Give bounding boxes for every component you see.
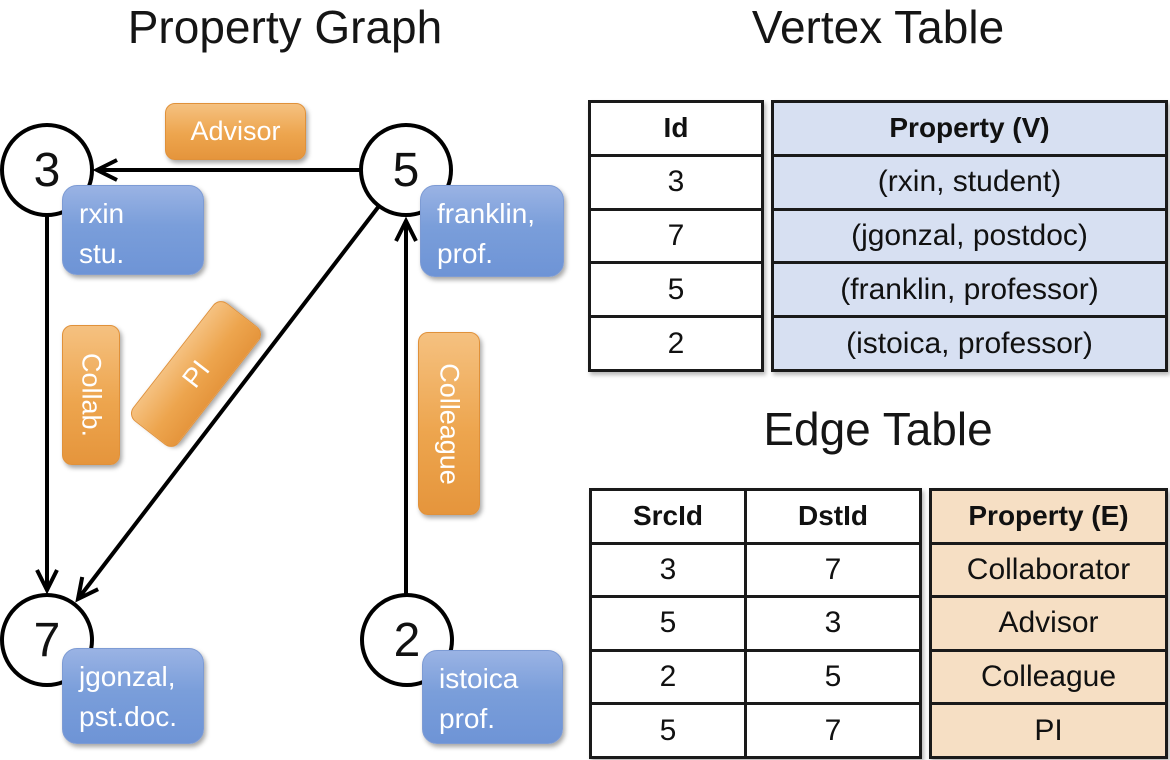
- edge-label-colleague-text: Colleague: [434, 362, 465, 485]
- edge-table: SrcId 3 5 2 5 DstId 7 3 5 7 Property (E)…: [589, 488, 1168, 759]
- vertex-property-box-2: istoica prof.: [422, 650, 563, 744]
- edge-row-property: Advisor: [932, 595, 1165, 649]
- node-7-id: 7: [33, 613, 61, 667]
- edge-label-colleague: Colleague: [418, 332, 480, 515]
- vertex-7-line2: pst.doc.: [79, 700, 178, 732]
- edge-col-header-dstid: DstId: [798, 500, 868, 532]
- edge-row-dstid: 3: [747, 595, 919, 649]
- vertex-col-header-id: Id: [663, 112, 689, 144]
- vertex-table: Id 3 7 5 2 Property (V) (rxin, student) …: [588, 100, 1168, 372]
- edge-col-header-srcid: SrcId: [632, 500, 704, 532]
- vertex-table-property-column: Property (V) (rxin, student) (jgonzal, p…: [771, 100, 1168, 372]
- edge-label-collab: Collab.: [62, 325, 120, 465]
- edge-row-dstid: 7: [747, 702, 919, 756]
- vertex-5-line1: franklin,: [437, 198, 536, 229]
- vertex-2-line1: istoica: [439, 663, 519, 694]
- vertex-property-box-3: rxin stu.: [62, 185, 204, 275]
- edge-label-collab-text: Collab.: [76, 352, 107, 438]
- edge-row-srcid: 5: [592, 595, 744, 649]
- edge-row-property: Collaborator: [932, 541, 1165, 596]
- edge-label-pi-text: PI: [175, 354, 216, 393]
- vertex-3-line2: stu.: [79, 237, 125, 269]
- vertex-row-id: 7: [591, 207, 761, 262]
- vertex-2-line2: prof.: [439, 702, 496, 734]
- vertex-row-property: (istoica, professor): [774, 315, 1165, 369]
- edge-row-dstid: 5: [747, 648, 919, 703]
- vertex-table-id-column: Id 3 7 5 2: [588, 100, 764, 372]
- vertex-row-property: (rxin, student): [774, 153, 1165, 208]
- edge-row-srcid: 3: [592, 541, 744, 596]
- edge-col-header-property: Property (E): [932, 491, 1165, 542]
- edge-label-advisor-text: Advisor: [190, 116, 281, 146]
- edge-row-srcid: 5: [592, 702, 744, 756]
- vertex-row-property: (franklin, professor): [774, 261, 1165, 316]
- edge-row-srcid: 2: [592, 648, 744, 703]
- edge-row-property: Colleague: [932, 648, 1165, 703]
- vertex-row-id: 3: [591, 153, 761, 208]
- node-3-id: 3: [33, 143, 61, 197]
- edge-row-property: PI: [932, 702, 1165, 756]
- vertex-property-box-5: franklin, prof.: [420, 185, 564, 277]
- edge-label-advisor: Advisor: [165, 103, 306, 160]
- vertex-property-box-7: jgonzal, pst.doc.: [62, 648, 204, 744]
- vertex-row-property: (jgonzal, postdoc): [774, 207, 1165, 262]
- edge-table-property-column: Property (E) Collaborator Advisor Collea…: [929, 488, 1168, 759]
- graph-node-3: 3: [0, 123, 94, 217]
- edge-pi-5-to-7: [75, 204, 381, 603]
- edge-table-title: Edge Table: [763, 403, 993, 455]
- vertex-table-title: Vertex Table: [751, 1, 1005, 53]
- property-graph-title: Property Graph: [127, 1, 443, 53]
- vertex-7-line1: jgonzal,: [79, 661, 176, 692]
- vertex-row-id: 5: [591, 261, 761, 315]
- vertex-5-line2: prof.: [437, 237, 494, 269]
- vertex-col-header-property: Property (V): [774, 103, 1165, 154]
- vertex-row-id: 2: [591, 315, 761, 369]
- edge-row-dstid: 7: [747, 541, 919, 596]
- node-2-id: 2: [393, 613, 421, 667]
- node-5-id: 5: [392, 143, 420, 197]
- vertex-3-line1: rxin: [79, 198, 125, 229]
- edge-table-id-columns: SrcId 3 5 2 5 DstId 7 3 5 7: [589, 488, 922, 759]
